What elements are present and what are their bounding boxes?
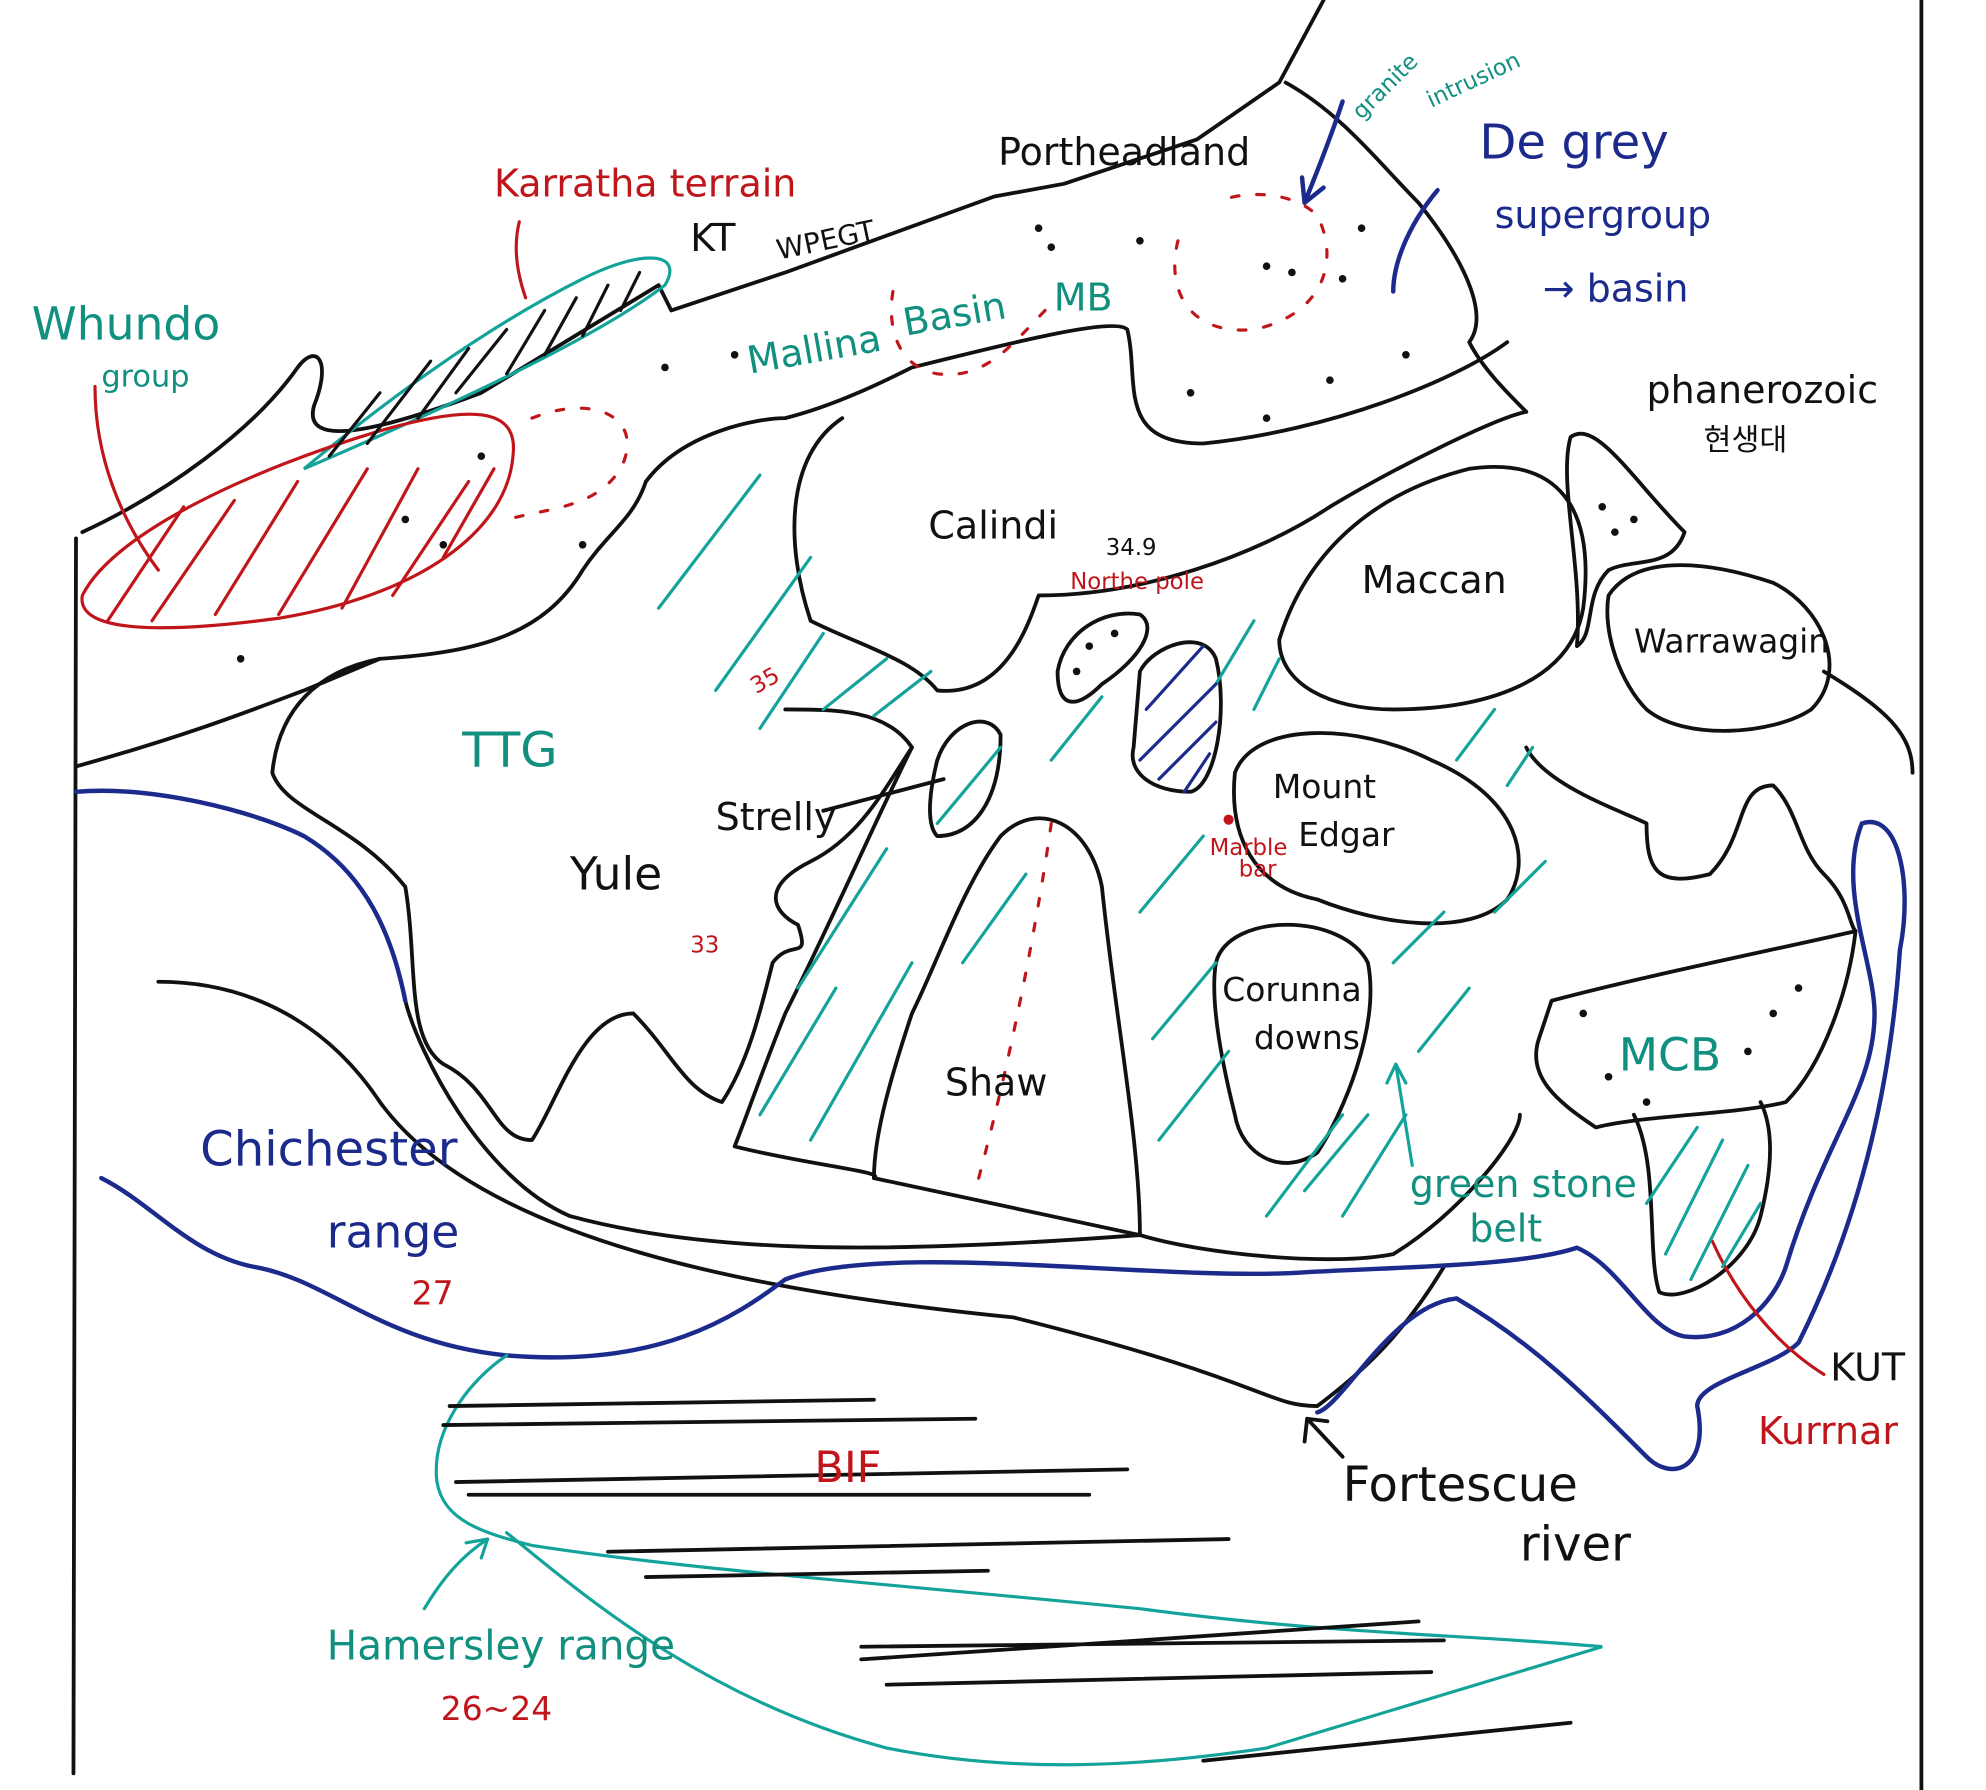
hatching-greenstone — [657, 473, 1547, 1218]
label-calindi: Calindi — [928, 503, 1058, 547]
label-shaw: Shaw — [945, 1061, 1048, 1105]
hamersley-range-outline — [434, 1353, 1603, 1767]
granite-dotted-ring — [1173, 192, 1329, 332]
label-age-33: 33 — [690, 933, 719, 959]
karratha-pointer — [514, 220, 528, 300]
label-corunna: Corunna — [1222, 970, 1361, 1009]
left-border — [71, 536, 78, 1776]
chichester-range-north-line — [73, 788, 408, 1003]
label-port-headland: Portheadland — [998, 130, 1250, 174]
label-bar: bar — [1239, 857, 1277, 883]
label-river: river — [1520, 1517, 1631, 1573]
mallina-basin-south-boundary — [74, 324, 1510, 769]
label-kt: KT — [690, 216, 736, 260]
warrawagin-dome — [1605, 563, 1832, 733]
karratha-dotted-line — [505, 406, 629, 522]
mallina-dotted-ring — [889, 289, 1053, 377]
coastline — [80, 0, 1326, 535]
label-warrawagin: Warrawagin — [1634, 621, 1829, 660]
label-age-35: 35 — [746, 662, 784, 699]
label-whundo: Whundo — [32, 298, 221, 351]
greenstone-west-edge — [732, 745, 914, 1180]
label-maccan: Maccan — [1362, 558, 1507, 602]
chichester-range-line — [99, 819, 1907, 1472]
label-basin-arrow: → basin — [1543, 267, 1689, 311]
label-de-grey: De grey — [1479, 114, 1668, 170]
shaw-dotted-line — [973, 821, 1053, 1193]
east-region-boundary — [1524, 745, 1858, 933]
basin-sediment-dots — [236, 224, 1803, 1106]
label-mount: Mount — [1273, 767, 1376, 806]
label-green-stone: green stone — [1410, 1162, 1637, 1206]
label-north-pole-age: 34.9 — [1106, 535, 1157, 561]
hatched-block — [1130, 640, 1223, 794]
maccan-dome — [1277, 465, 1588, 712]
label-hamersley-range: Hamersley range — [327, 1621, 675, 1669]
kt-outline — [302, 256, 672, 471]
whundo-group-outline — [80, 412, 516, 630]
phanerozoic-wedge — [1565, 431, 1687, 649]
label-range: range — [327, 1206, 460, 1259]
shaw-dome — [872, 816, 1142, 1237]
hatching-whundo — [106, 467, 496, 623]
mcb-basin — [1534, 929, 1858, 1130]
label-intrusion: intrusion — [1423, 47, 1525, 113]
hatching-kurrnar — [1644, 1125, 1763, 1281]
label-chichester: Chichester — [200, 1121, 458, 1177]
label-karratha-terrain: Karratha terrain — [494, 161, 796, 205]
east-boundary — [1821, 669, 1915, 775]
label-kut: KUT — [1830, 1346, 1906, 1390]
hatching-kt — [327, 270, 642, 458]
greenstone-arrow — [1385, 1062, 1414, 1167]
label-phanerozoic-ko: 현생대 — [1704, 423, 1788, 458]
label-kurrnar: Kurrnar — [1758, 1409, 1898, 1453]
label-basin: Basin — [900, 283, 1010, 344]
granite-intrusion-arrow — [1299, 99, 1345, 206]
strelly-blob — [928, 719, 1003, 839]
label-marble: Marble — [1210, 835, 1288, 861]
de-grey-boundary — [1283, 80, 1529, 414]
kut-pointer — [1710, 1239, 1826, 1376]
north-pole-dome — [1055, 611, 1150, 704]
label-strelly: Strelly — [716, 795, 837, 839]
fortescue-lower-boundary — [156, 979, 1446, 1408]
label-whundo-group: group — [101, 359, 189, 394]
whundo-pointer — [93, 384, 160, 572]
hamersley-arrow — [422, 1537, 490, 1611]
kurrnar-block — [1631, 1100, 1772, 1297]
label-mcb: MCB — [1619, 1028, 1721, 1081]
label-bif: BIF — [814, 1443, 881, 1493]
strelly-pointer — [821, 777, 946, 813]
label-phanerozoic: phanerozoic — [1647, 368, 1879, 412]
label-ttg: TTG — [461, 722, 557, 778]
label-north-pole: Northe pole — [1070, 569, 1204, 595]
label-mallina: Mallina — [744, 316, 885, 383]
fortescue-arrow — [1302, 1416, 1345, 1459]
label-belt: belt — [1469, 1206, 1542, 1250]
label-edgar: Edgar — [1298, 815, 1395, 854]
label-granite: granite — [1347, 49, 1423, 125]
de-grey-arrow — [1391, 187, 1440, 294]
label-downs: downs — [1254, 1018, 1360, 1057]
hatching-block — [1138, 644, 1218, 794]
label-mb: MB — [1054, 275, 1113, 319]
yule-ttg-boundary — [270, 656, 914, 1142]
label-age-26-24: 26~24 — [441, 1689, 552, 1728]
marble-bar-marker — [1223, 814, 1234, 825]
label-age-27: 27 — [412, 1274, 454, 1313]
label-supergroup: supergroup — [1495, 193, 1712, 237]
east-pilbara-south-boundary — [403, 998, 1522, 1262]
bif-layers — [441, 1397, 1573, 1763]
calindi-boundary — [792, 409, 1529, 693]
label-yule: Yule — [569, 847, 662, 900]
label-fortescue: Fortescue — [1343, 1457, 1578, 1513]
